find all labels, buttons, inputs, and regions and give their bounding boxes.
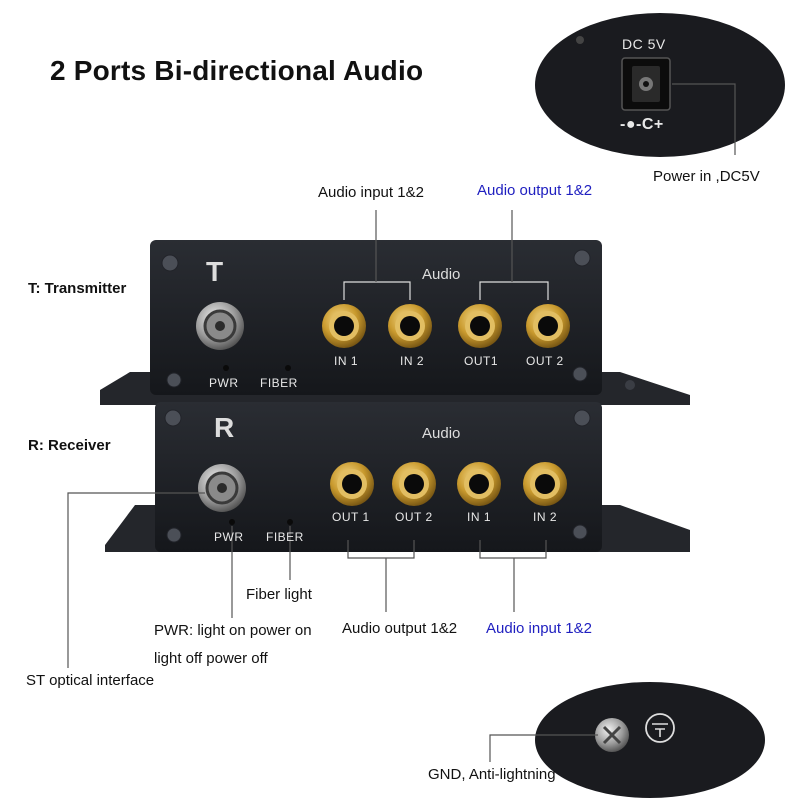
tx-port-label: OUT1 [464, 354, 499, 368]
tx-port-label: IN 1 [334, 354, 359, 368]
rx-port-label: OUT 2 [395, 510, 433, 524]
polarity-label: -●-C+ [620, 116, 664, 133]
tx-port-label: IN 2 [400, 354, 425, 368]
rx-fiber-led-label: FIBER [266, 530, 304, 544]
rx-pwr-led-label: PWR [214, 530, 244, 544]
rx-port-label: IN 2 [533, 510, 558, 524]
transmitter-device [100, 240, 690, 405]
tx-pwr-led-label: PWR [209, 376, 239, 390]
st-connector-tx [196, 302, 244, 350]
fiber-light-note: Fiber light [246, 586, 312, 603]
rx-audio-output-callout: Audio output 1&2 [342, 620, 458, 637]
rca-jacks-rx [330, 462, 567, 506]
tx-letter: T [206, 256, 224, 287]
dc-jack-label: DC 5V [622, 36, 666, 52]
transmitter-label: T: Transmitter [28, 280, 127, 297]
pwr-note-line1: PWR: light on power on [154, 622, 312, 639]
power-jack-closeup [535, 13, 785, 157]
tx-audio-label: Audio [422, 266, 461, 283]
tx-audio-input-callout: Audio input 1&2 [318, 184, 424, 201]
gnd-closeup [535, 682, 765, 798]
rca-jacks-tx [322, 304, 570, 348]
rx-port-label: IN 1 [467, 510, 492, 524]
gnd-note: GND, Anti-lightning [428, 766, 556, 783]
rx-audio-input-callout: Audio input 1&2 [486, 620, 592, 637]
tx-audio-output-callout: Audio output 1&2 [477, 182, 593, 199]
st-connector-rx [198, 464, 246, 512]
pwr-note-line2: light off power off [154, 650, 268, 667]
power-in-caption: Power in ,DC5V [653, 168, 760, 185]
page-title: 2 Ports Bi-directional Audio [50, 55, 424, 86]
tx-port-label: OUT 2 [526, 354, 564, 368]
receiver-device [105, 402, 690, 552]
callout-lines [67, 83, 736, 762]
receiver-label: R: Receiver [28, 437, 111, 454]
rx-port-label: OUT 1 [332, 510, 370, 524]
rx-letter: R [214, 412, 235, 443]
tx-fiber-led-label: FIBER [260, 376, 298, 390]
st-interface-note: ST optical interface [26, 672, 155, 689]
rx-audio-label: Audio [422, 425, 461, 442]
